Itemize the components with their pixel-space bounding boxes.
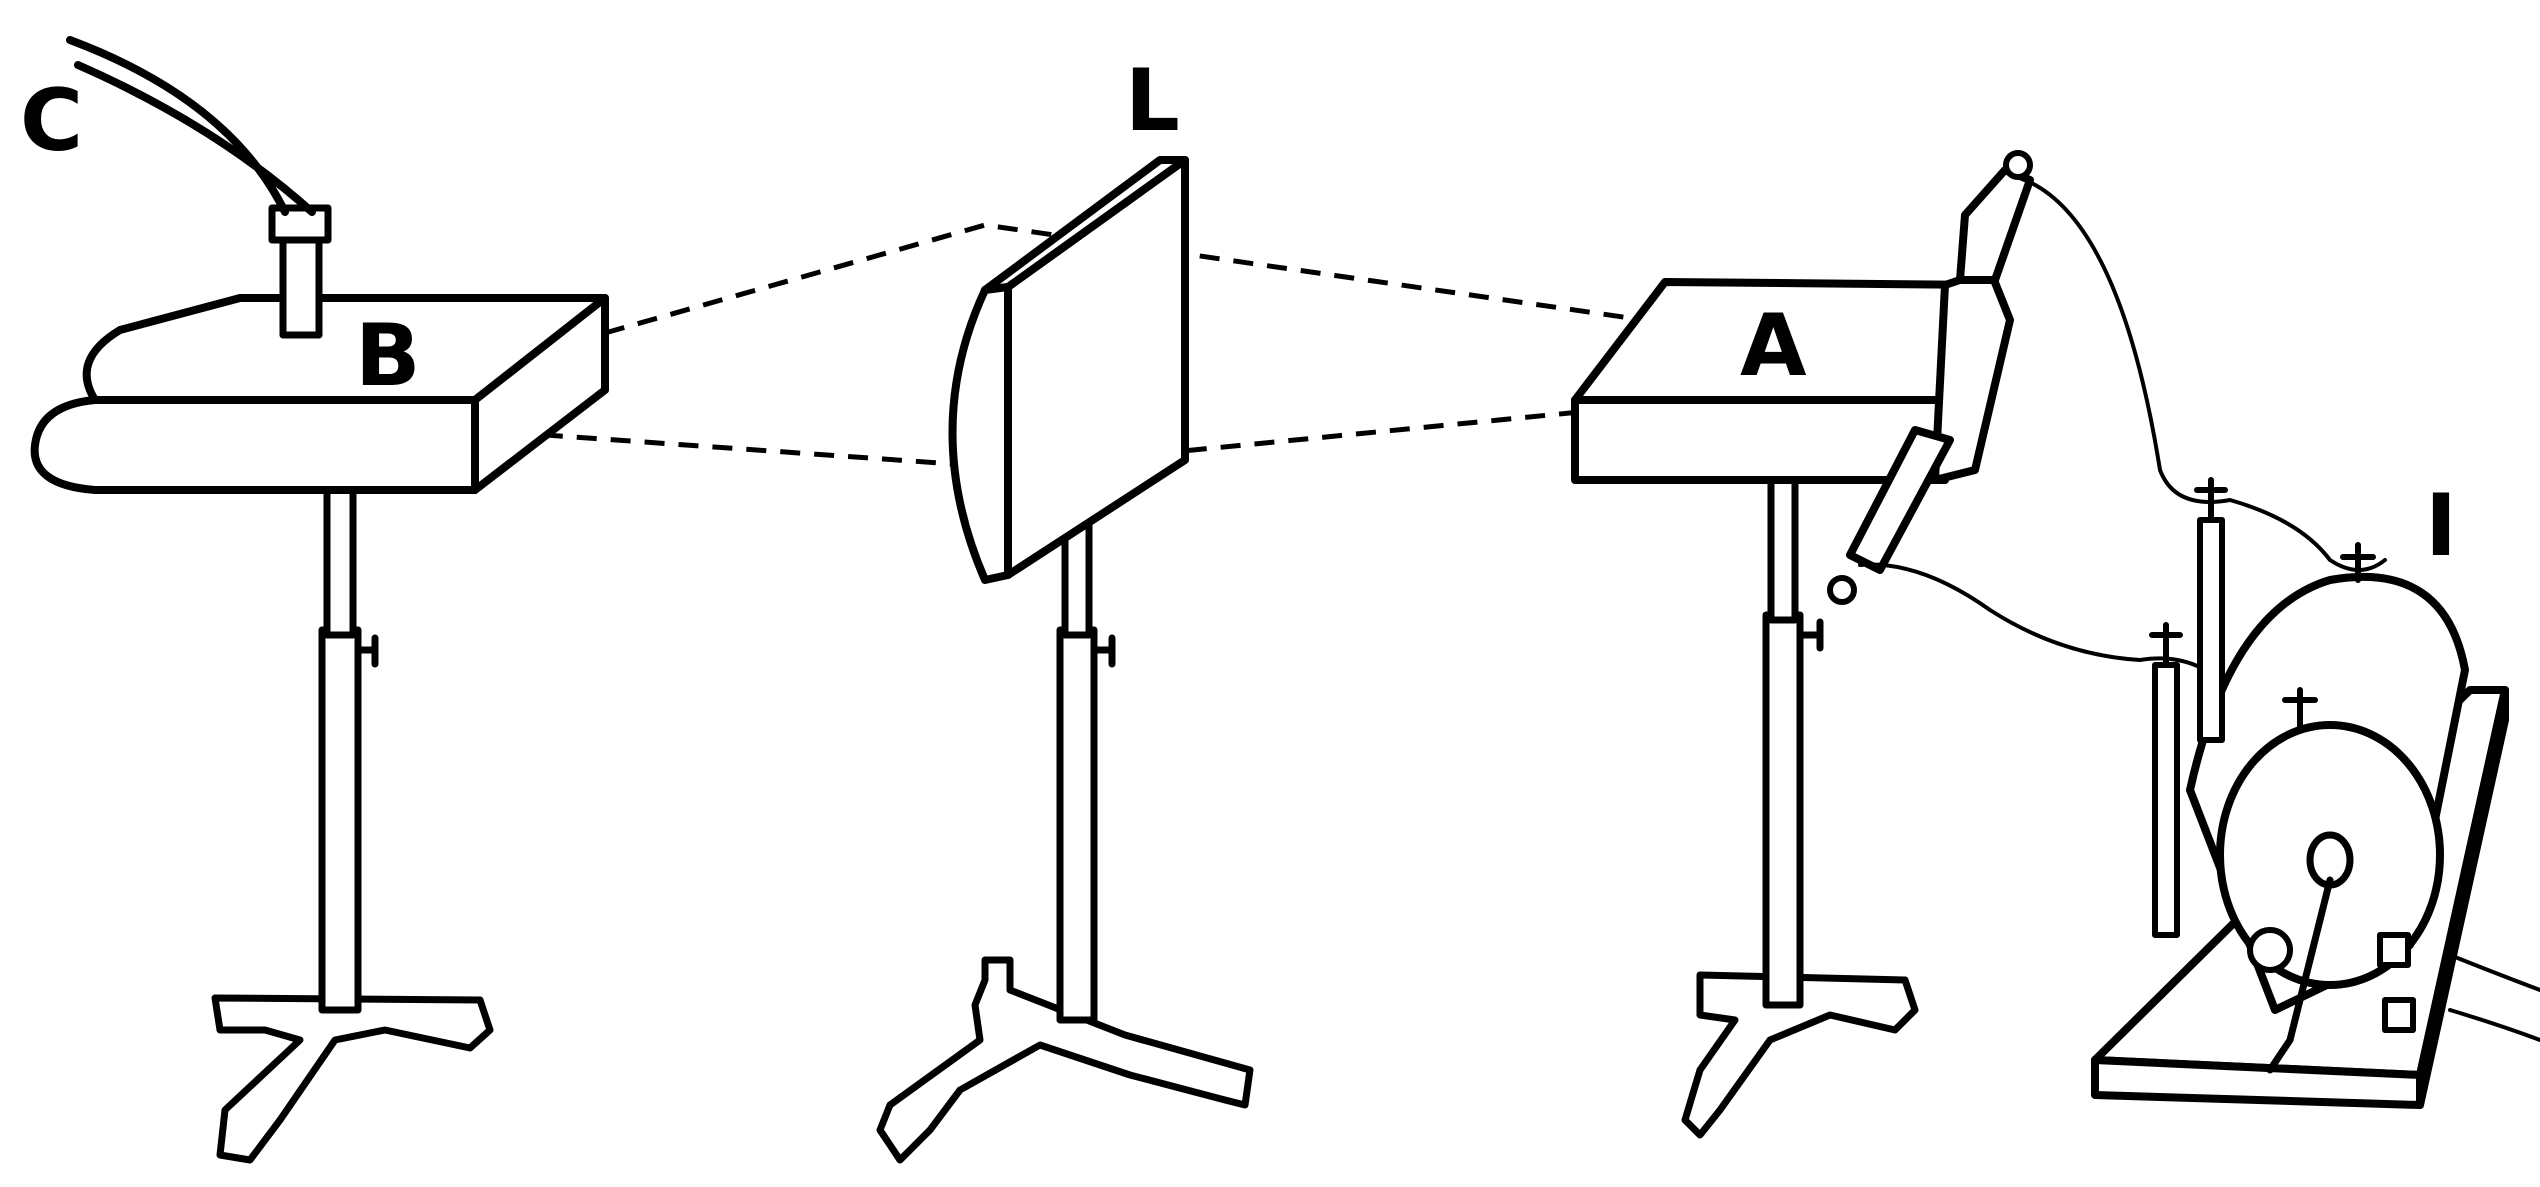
beam-line-b-top xyxy=(604,222,1631,336)
label-b: B xyxy=(355,306,421,406)
box-b-front xyxy=(30,396,479,494)
wire-top xyxy=(2023,178,2387,572)
coil-switch-knob xyxy=(2247,927,2293,973)
stand-a-knob xyxy=(1796,618,1824,652)
beam-line-b-bottom xyxy=(474,409,1581,471)
stand-a-pole-upper xyxy=(1767,476,1799,624)
xray-tube-terminal-bottom xyxy=(1827,575,1857,605)
coil-binding-post-1 xyxy=(2377,932,2411,968)
coil-base-side xyxy=(2416,686,2509,1109)
coil-terminal-3 xyxy=(2340,542,2376,583)
stand-l-base xyxy=(876,956,1254,1164)
stand-a-base xyxy=(1681,971,1919,1139)
stand-l xyxy=(876,156,1254,1164)
induction-coil-i xyxy=(2091,477,2509,1109)
stand-b-knob xyxy=(354,634,379,668)
wire-bottom xyxy=(1858,562,2242,702)
wire-lead-2 xyxy=(2448,1008,2540,1042)
coil-terminal-4 xyxy=(2282,687,2318,733)
stand-b-pole-lower xyxy=(318,626,362,1014)
coil-post-middle xyxy=(2197,517,2225,743)
coil-terminal-2 xyxy=(2194,477,2228,523)
stand-b xyxy=(30,36,609,1164)
stand-l-pole-lower xyxy=(1056,626,1098,1024)
label-c: C xyxy=(20,71,83,171)
coil-binding-post-2 xyxy=(2382,997,2416,1033)
coil-switch-rod xyxy=(2266,876,2334,1074)
xray-tube-lower-arm xyxy=(1846,426,1954,574)
coil-terminal-1 xyxy=(2149,622,2183,668)
nozzle-c-collar xyxy=(268,204,332,244)
stand-l-knob xyxy=(1090,634,1116,668)
box-a-front xyxy=(1571,396,1949,484)
coil-post-left xyxy=(2152,662,2180,938)
stand-a xyxy=(1571,150,2034,1139)
box-b-side xyxy=(471,294,609,494)
stand-b-base xyxy=(211,994,494,1164)
wires xyxy=(1858,178,2540,1042)
beam-lines xyxy=(474,222,1631,471)
label-l: L xyxy=(1125,51,1180,151)
tube-c xyxy=(66,36,316,216)
wire-lead-1 xyxy=(2448,953,2540,992)
label-i: I xyxy=(2425,476,2457,576)
xray-tube-terminal-top xyxy=(2003,150,2033,180)
lens-l-curve xyxy=(948,283,1012,584)
label-a: A xyxy=(1740,296,1807,396)
xray-tube-upper-arm xyxy=(1956,166,2034,284)
stand-b-pole-upper xyxy=(323,481,357,639)
stand-a-pole-lower xyxy=(1762,611,1804,1009)
